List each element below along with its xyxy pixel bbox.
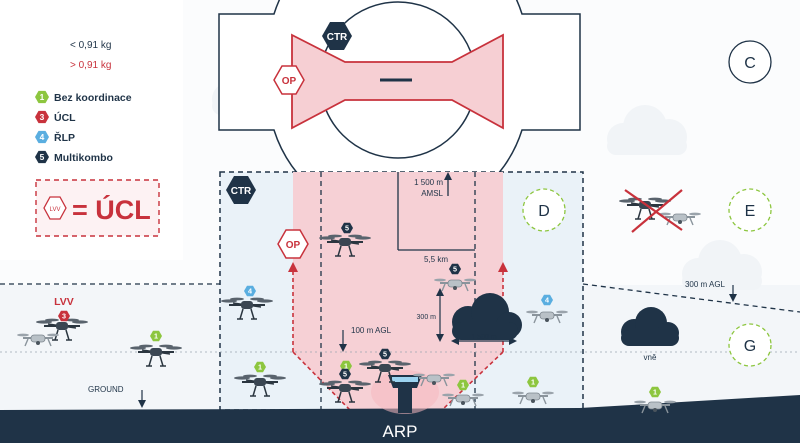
control-tower: [371, 370, 439, 414]
legend-badge-5: 5: [35, 150, 49, 164]
badge-blue-right: 4: [541, 294, 553, 306]
badge-ground-far-green: 1: [649, 386, 661, 398]
lvv-label: LVV: [54, 296, 74, 308]
storm-cloud-outside: [621, 307, 679, 346]
dist-1500-label: 1 500 m: [471, 334, 496, 341]
legend-item-4-label: Multikombo: [54, 152, 113, 164]
amsl-value-label: 1 500 m: [414, 178, 443, 187]
arp-label: ARP: [383, 422, 418, 441]
legend-badge-3: 3: [35, 110, 49, 124]
badge-ground-right-green1: 1: [457, 379, 469, 391]
lvv-hex-icon: [43, 196, 67, 220]
ctr-top-label: CTR: [327, 32, 348, 43]
class-c-label: C: [744, 55, 756, 72]
badge-ground-right-green2-number: 1: [531, 378, 535, 387]
agl-300-line-right: [582, 283, 800, 313]
badge-center-cloud-number: 5: [453, 265, 457, 274]
badge-center-low2: 5: [379, 348, 391, 360]
lvv-equation-right: = ÚCL: [72, 194, 151, 225]
badge-blue-right-number: 4: [545, 296, 549, 305]
legend-badge-1: 1: [35, 90, 49, 104]
class-d-label: D: [538, 203, 550, 220]
badge-center-low1: 5: [339, 368, 351, 380]
ground: [0, 395, 800, 443]
prohibited-cross-icon: [624, 189, 683, 233]
amsl-arrowhead: [444, 172, 452, 180]
legend-weight-small: < 0,91 kg: [70, 40, 111, 51]
badge-lvv-drone-number: 3: [62, 312, 66, 321]
badge-center-top-number: 5: [345, 224, 349, 233]
legend-badge-5-number: 5: [40, 152, 45, 162]
ctr-top-hex: [322, 22, 352, 50]
badge-center-low2-number: 5: [383, 350, 387, 359]
agl-300-down: [436, 334, 444, 342]
badge-center-cloud: 5: [449, 263, 461, 275]
ctr-mid-label: CTR: [231, 186, 252, 197]
agl-300-vertical-label: 300 m: [417, 314, 437, 321]
badge-ground-left-green-number: 1: [258, 363, 262, 372]
badge-left-green-number: 1: [154, 332, 158, 341]
op-top-label: OP: [282, 76, 297, 87]
ctr-mid-hex: [226, 176, 256, 204]
badge-ground-left-green: 1: [254, 361, 266, 373]
badge-lvv-drone: 3: [58, 310, 70, 322]
storm-cloud-center: [452, 293, 522, 340]
ground-label: GROUND: [88, 385, 124, 394]
agl-300-up: [436, 288, 444, 296]
legend-badge-1-number: 1: [40, 92, 45, 102]
amsl-unit-label: AMSL: [421, 189, 443, 198]
badge-center-low1-number: 5: [343, 370, 347, 379]
badge-ground-mid-green: 1: [340, 360, 352, 372]
agl-300-right-arrowhead: [729, 294, 737, 302]
op-top-hex: [273, 65, 305, 95]
badge-blue-left: 4: [244, 285, 256, 297]
agl-100-label: 100 m AGL: [351, 326, 392, 335]
legend-badge-4: 4: [35, 130, 49, 144]
agl-100-arrowhead: [339, 344, 347, 352]
lvv-equation-left: LVV: [50, 207, 61, 213]
agl-300-right-label: 300 m AGL: [685, 280, 726, 289]
badge-ground-far-green-number: 1: [653, 388, 657, 397]
legend-weight-large: > 0,91 kg: [70, 60, 111, 71]
class-g-circle: [728, 323, 772, 367]
badge-ground-mid-green-number: 1: [344, 362, 348, 371]
badge-left-green: 1: [150, 330, 162, 342]
class-e-circle: [728, 188, 772, 232]
badge-center-top: 5: [341, 222, 353, 234]
legend-item-1-label: Bez koordinace: [54, 92, 132, 104]
badge-ground-right-green2: 1: [527, 376, 539, 388]
legend-badge-3-number: 3: [40, 112, 45, 122]
class-d-circle: [522, 188, 566, 232]
class-g-label: G: [744, 338, 756, 355]
class-e-label: E: [745, 203, 756, 220]
op-arrowhead-left: [288, 262, 298, 272]
class-c-circle: [728, 40, 772, 84]
op-arrowhead-right: [498, 262, 508, 272]
op-mid-label: OP: [286, 240, 301, 251]
ground-arrowhead: [138, 400, 146, 408]
legend-item-3-label: ŘLP: [54, 131, 75, 144]
op-mid-hex: [277, 229, 309, 259]
badge-ground-right-green1-number: 1: [461, 381, 465, 390]
outside-label: vně: [644, 353, 657, 362]
badge-blue-left-number: 4: [248, 287, 252, 296]
distance-55-label: 5,5 km: [424, 255, 448, 264]
legend-badge-4-number: 4: [40, 132, 45, 142]
legend-item-2-label: ÚCL: [54, 111, 76, 124]
